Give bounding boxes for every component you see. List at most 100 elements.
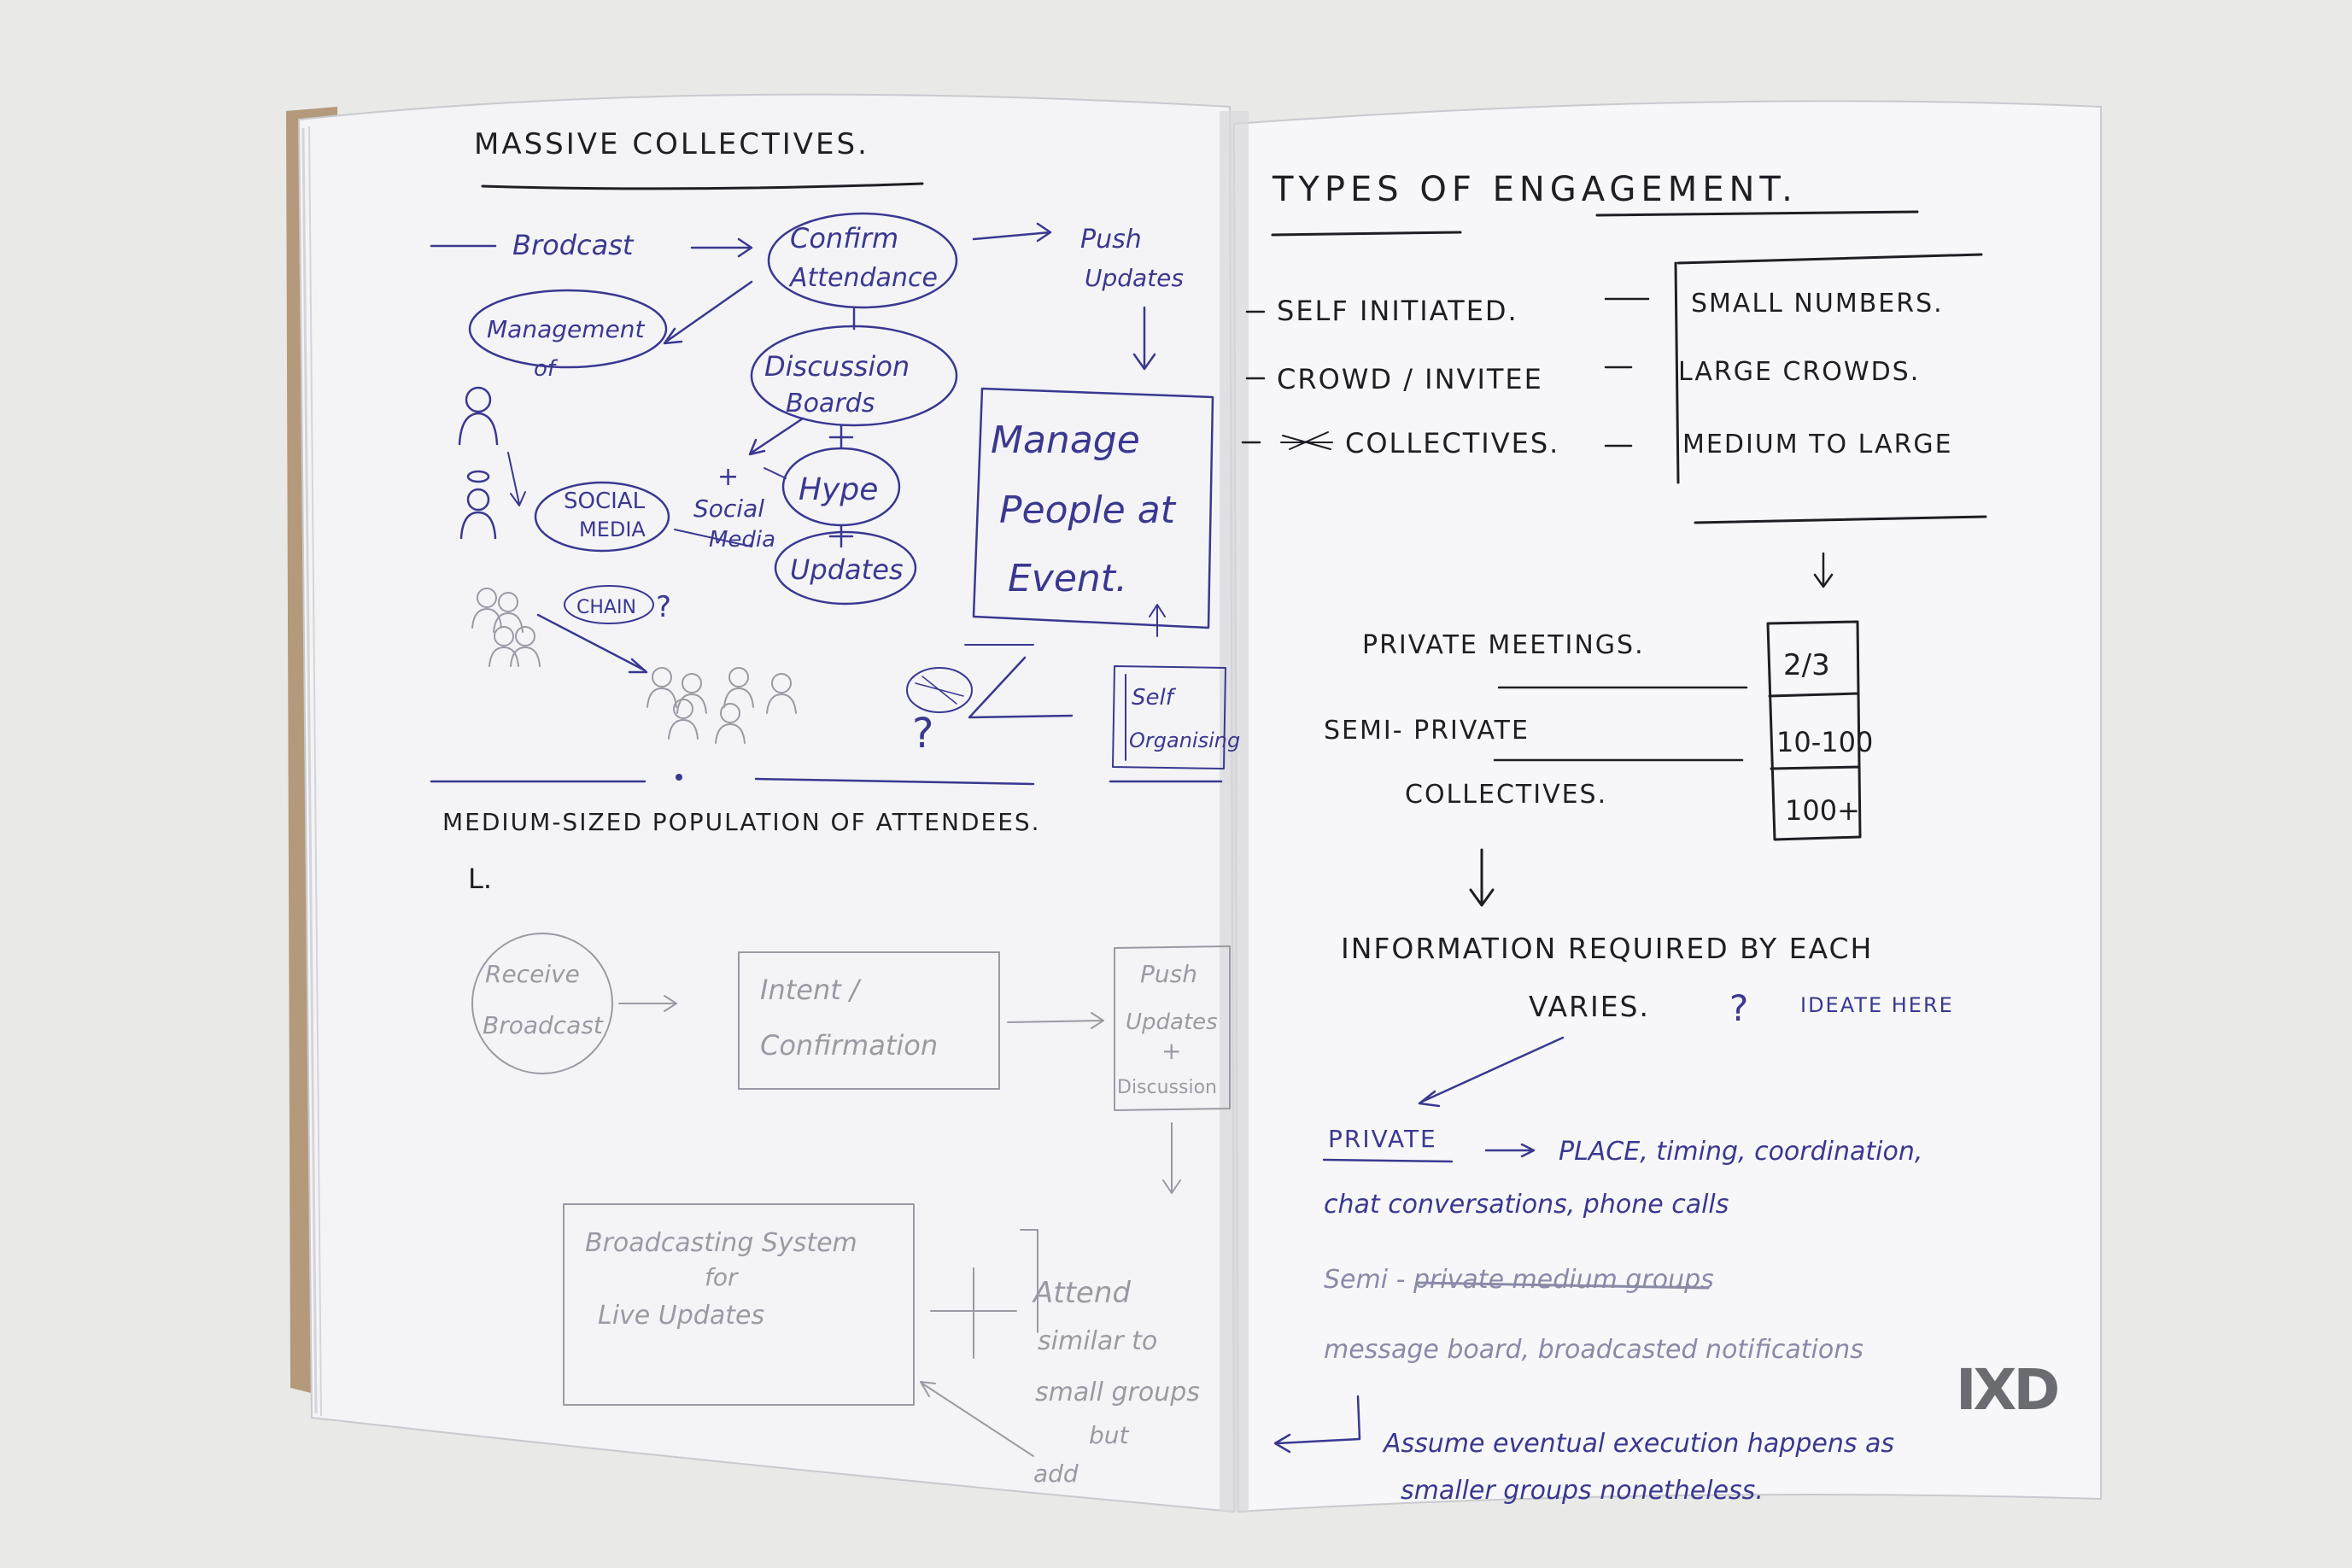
small-groups-label: small groups [1035,1378,1200,1407]
attend-bracket [1020,1229,1039,1333]
social-media-ellipse [534,481,670,553]
live-updates-label: Live Updates [598,1301,764,1331]
arrow [618,995,677,1012]
info-line-1: INFORMATION REQUIRED BY EACH [1341,932,1873,965]
broadcasting-box [563,1203,915,1406]
title-underline [1271,210,1919,237]
arrow [972,222,1052,243]
assume-line-1: Assume eventual execution happens as [1382,1429,1894,1459]
sizes-bracket [1674,253,1983,484]
arrow-down [1813,552,1834,588]
connector-dashes [1604,297,1650,448]
underline [1322,1158,1454,1163]
updates-ellipse [774,530,917,606]
plus-sign: + [717,462,739,492]
connector [674,529,752,547]
category-semi-private: SEMI- PRIVATE [1324,716,1530,746]
question-bubble [906,667,973,713]
organising-label: Organising [1129,728,1240,752]
plus-social-label: Social [693,494,764,523]
type-crowd-invitee: CROWD / INVITEE [1277,363,1543,395]
arrow [920,1381,1034,1457]
counts-box [1766,620,1862,841]
confirmation-label: Confirmation [760,1029,938,1062]
info-question: ? [1729,987,1748,1029]
bullet-dashes [1241,310,1266,444]
return-arrow [1273,1395,1361,1454]
plus-connector [828,424,854,450]
updates-node-label: Updates [790,553,904,586]
question-mark: ? [912,710,933,758]
count-collectives: 100+ [1785,794,1860,827]
arrow-down [1162,1122,1181,1194]
arrow-up [1149,604,1166,637]
person-icon [459,470,497,540]
page-stack-edge [301,127,318,1414]
manage-people-box [972,387,1214,629]
arrow [663,280,753,345]
arrow [536,613,648,674]
push-discussion-box [1114,945,1231,1111]
confirm-label: Confirm [790,222,898,255]
hype-label: Hype [799,472,878,507]
ixd-logo: IXD [1956,1357,2057,1423]
updates-label: Updates [1085,264,1184,292]
arrow-down [1132,306,1156,371]
management-ellipse [468,289,668,369]
attend-label: Attend [1032,1276,1131,1310]
section2-title: MEDIUM-SIZED POPULATION OF ATTENDEES. [442,808,1041,836]
receive-circle [471,933,613,1074]
arrow [690,237,753,258]
private-label: PRIVATE [1328,1125,1437,1153]
intent-label: Intent / [760,974,862,1006]
receive-label: Receive [485,960,580,988]
crowd-icon [647,667,797,744]
media-label: MEDIA [579,518,646,541]
arrow [1484,1143,1536,1158]
discussion2-label: Discussion [1117,1077,1217,1098]
broadcasting-label: Broadcasting System [585,1228,857,1258]
chain-question: ? [656,590,671,624]
similar-label: similar to [1038,1326,1157,1356]
connector [764,467,787,479]
count-semi-private: 10-100 [1776,726,1873,758]
size-small-numbers: SMALL NUMBERS. [1691,289,1944,319]
self-label: Self [1132,685,1177,711]
hatch [915,676,964,705]
updates2-label: Updates [1126,1009,1218,1035]
category-collectives: COLLECTIVES. [1405,780,1607,810]
manage-label: Manage [991,418,1140,462]
plus-sign-shape [930,1267,1017,1359]
size-large-crowds: LARGE CROWDS. [1678,357,1920,387]
type-collectives: COLLECTIVES. [1345,427,1559,459]
category-private-meetings: PRIVATE MEETINGS. [1362,630,1645,660]
arrow-down [1469,848,1495,907]
but-label: but [1089,1421,1130,1449]
push-label: Push [1080,225,1142,255]
confirm-attendance-ellipse [767,212,958,309]
private-line-2: chat conversations, phone calls [1324,1190,1729,1220]
arrow [507,452,526,506]
self-organising-box [1112,665,1226,769]
divider [1694,515,1987,524]
discussion-boards-ellipse [750,325,958,427]
assume-line-2: smaller groups nonetheless. [1401,1476,1764,1506]
arrow [748,417,804,456]
push2-label: Push [1140,960,1197,988]
right-page [1232,100,2102,1513]
divider [430,777,1223,786]
arrow [1418,1036,1565,1108]
social-label: SOCIAL [564,489,646,514]
crowd-icon [471,588,541,667]
gutter-shadow [1220,111,1249,1512]
discussion-label: Discussion [764,350,910,383]
event-label: Event. [1008,557,1127,600]
right-page-title: TYPES OF ENGAGEMENT. [1272,170,1798,209]
semi-line-1: Semi - private medium groups [1324,1265,1714,1295]
arrow [1007,1012,1104,1029]
management-label: Management [487,315,645,343]
receive-broadcast-label: Broadcast [483,1011,604,1039]
intent-box [738,951,1000,1090]
title-underline [481,182,924,190]
